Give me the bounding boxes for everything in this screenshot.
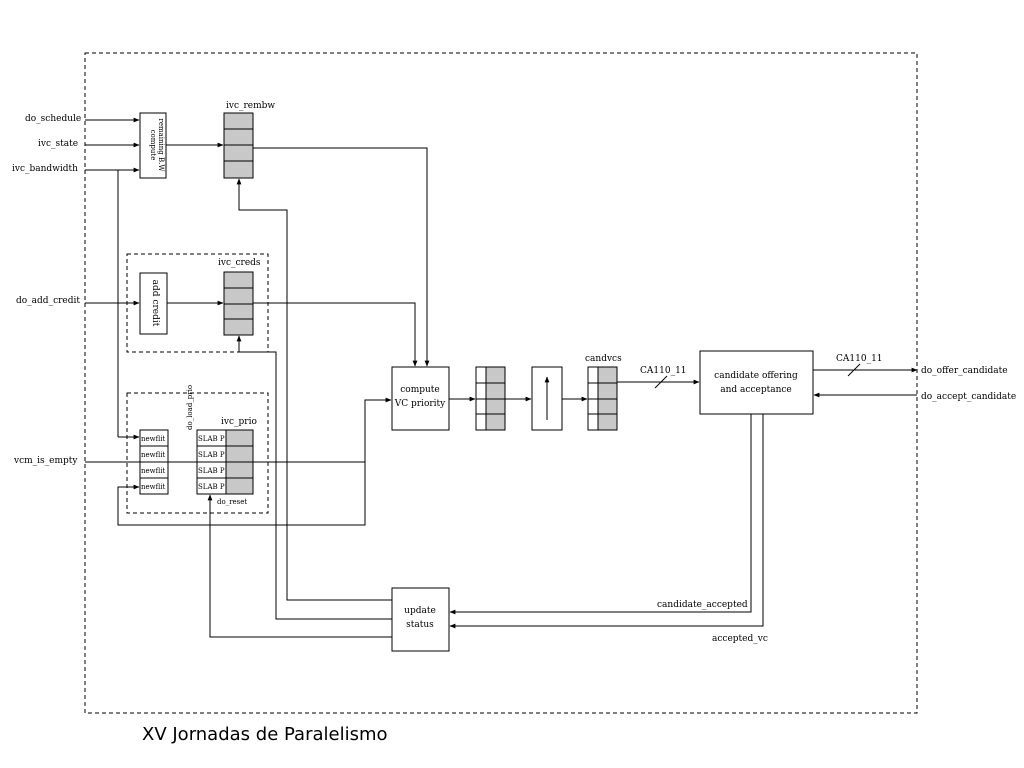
input-do-schedule: do_schedule [25,114,81,124]
update-status-block [391,587,450,652]
offer-label-1: candidate offering [714,371,798,381]
slab-label-4: SLAB P [198,483,225,491]
ivc-creds-register [223,271,254,336]
newflit-label-1: newflit [141,435,166,443]
compute-bw-label-2: remaining B.W [157,118,165,172]
compute-vc-priority-block [391,366,450,431]
offer-label-2: and acceptance [720,385,791,395]
newflit-label-2: newflit [141,451,166,459]
candidate-offering-block [699,350,814,415]
input-do-add-credit: do_add_credit [16,296,80,306]
compute-remaining-bw-block [139,112,167,179]
update-label-2: status [406,620,434,630]
output-do-offer-candidate: do_offer_candidate [921,366,1008,376]
ivc-creds-label: ivc_creds [218,258,261,268]
slab-label-2: SLAB P [198,451,225,459]
priority-register [475,366,506,431]
input-ivc-bandwidth: ivc_bandwidth [12,164,78,174]
input-vcm-is-empty: vcm_is_empty [13,456,78,466]
accepted-vc-label: accepted_vc [712,634,768,644]
compute-bw-label-1: compute [149,130,157,161]
ivc-prio-label: ivc_prio [221,417,257,427]
compute-prio-label-2: VC priority [394,399,446,409]
update-label-1: update [404,606,436,616]
output-do-accept-candidate: do_accept_candidate [921,392,1016,402]
add-credit-label: add credit [150,280,160,327]
priority-group [126,392,269,514]
candidate-accepted-label: candidate_accepted [657,600,748,610]
candvcs-label: candvcs [585,354,622,364]
ivc-rembw-label: ivc_rembw [226,101,275,111]
do-load-prio-label: do_load_prio [186,385,194,430]
slab-label-3: SLAB P [198,467,225,475]
input-ivc-state: ivc_state [38,139,78,149]
newflit-label-4: newflit [141,483,166,491]
do-reset-label: do_reset [217,498,247,506]
architecture-diagram: do_schedule ivc_state ivc_bandwidth do_a… [12,52,1016,714]
footer-title: XV Jornadas de Paralelismo [142,724,388,745]
ca-bus-label-2: CA110_11 [836,354,883,364]
newflit-label-3: newflit [141,467,166,475]
ca-bus-label-1: CA110_11 [640,366,687,376]
compute-prio-label-1: compute [400,385,440,395]
candvcs-register [587,366,618,431]
slab-label-1: SLAB P [198,435,225,443]
ivc-rembw-register [223,112,254,179]
outer-boundary [84,52,918,714]
